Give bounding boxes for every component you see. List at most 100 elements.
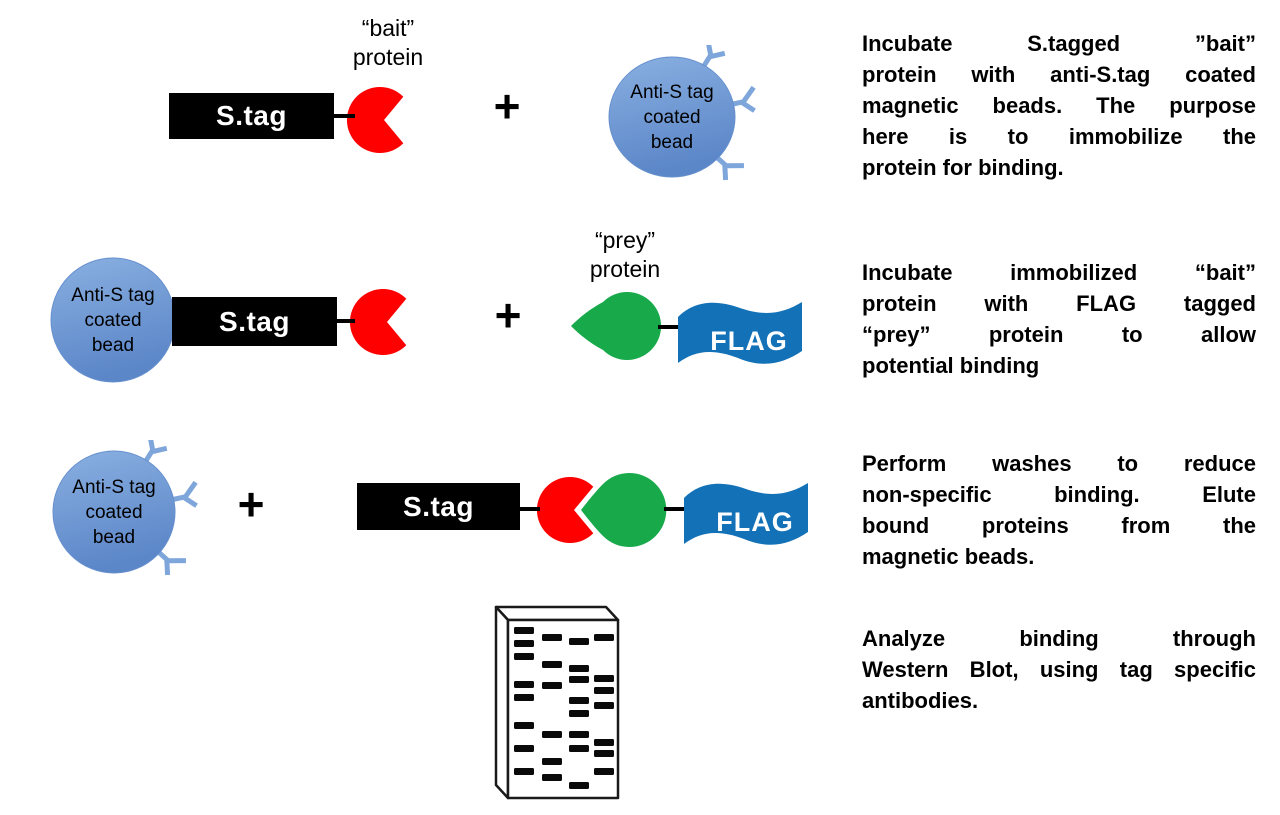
anti-s-tag-bead-1 xyxy=(608,45,756,181)
step-line: protein for binding. xyxy=(862,155,1064,180)
gel-band xyxy=(569,731,589,738)
flag-banner-shape xyxy=(684,483,808,545)
gel-band xyxy=(594,768,614,775)
step-line: antibodies. xyxy=(862,688,979,713)
prey-label-line1: “prey” xyxy=(594,227,656,253)
bead-label-line: coated xyxy=(84,310,142,331)
step-line: Analyze binding through xyxy=(862,626,1256,651)
gel-band xyxy=(542,682,562,689)
gel-band xyxy=(514,768,534,775)
bead-label-line: bead xyxy=(91,335,135,356)
flag-tag-2: FLAG xyxy=(684,480,808,550)
s-tag-box-3: S.tag xyxy=(357,483,520,530)
step-line: bound proteins from the xyxy=(862,513,1256,538)
s-tag-label-1: S.tag xyxy=(216,100,287,131)
s-tag-box-2: S.tag xyxy=(172,297,337,346)
gel-band xyxy=(514,640,534,647)
bead-circle xyxy=(52,450,176,574)
step-line: potential binding xyxy=(862,353,1040,378)
bead-label-1: Anti-S tag coated bead xyxy=(612,80,732,155)
step-line: Western Blot, using tag specific xyxy=(862,657,1256,682)
gel-band xyxy=(542,774,562,781)
gel-band xyxy=(514,653,534,660)
prey-protein-shape xyxy=(571,292,662,360)
antibody-y-icon xyxy=(143,440,198,576)
antibody-y-icon xyxy=(701,45,756,181)
bait-protein-shape xyxy=(536,477,594,543)
gel-band xyxy=(542,731,562,738)
step-text-4: Analyze binding through Western Blot, us… xyxy=(862,623,1256,716)
gel-band xyxy=(594,739,614,746)
step-line: Perform washes to reduce xyxy=(862,451,1256,476)
bead-circle xyxy=(608,56,736,178)
gel-top-face xyxy=(494,605,620,622)
bait-protein-shape xyxy=(346,87,404,153)
connector-line xyxy=(331,114,355,118)
gel-band xyxy=(514,681,534,688)
step-text-3: Perform washes to reduce non-specific bi… xyxy=(862,448,1256,572)
gel-left-face xyxy=(494,605,510,800)
prey-protein-label: “prey” protein xyxy=(560,226,690,284)
anti-s-tag-bead-3 xyxy=(52,440,198,576)
prey-label-line2: protein xyxy=(589,256,661,282)
prey-protein-shape xyxy=(581,473,667,547)
plus-sign-1: + xyxy=(493,80,521,133)
plus-sign-2: + xyxy=(494,289,522,342)
gel-band xyxy=(569,676,589,683)
western-blot-gel xyxy=(494,605,620,800)
step-line: protein with FLAG tagged xyxy=(862,291,1256,316)
bait-prey-complex-shape xyxy=(536,473,667,547)
bead-label-line: Anti-S tag xyxy=(71,285,155,306)
step-line: Incubate S.tagged ”bait” xyxy=(862,31,1256,56)
gel-band xyxy=(569,697,589,704)
gel-band xyxy=(594,702,614,709)
step-line: magnetic beads. xyxy=(862,544,1035,569)
connector-line xyxy=(518,507,540,511)
plus-sign-3: + xyxy=(237,478,265,531)
connector-line xyxy=(664,507,688,511)
s-tag-label-3: S.tag xyxy=(403,490,474,522)
gel-band xyxy=(514,694,534,701)
bead-label-line: bead xyxy=(650,132,694,153)
bait-protein-shape xyxy=(349,289,407,355)
bait-label-line2: protein xyxy=(352,44,424,70)
flag-banner-shape xyxy=(678,302,802,364)
bead-label-line: coated xyxy=(85,502,143,523)
step-text-1: Incubate S.tagged ”bait” protein with an… xyxy=(862,28,1256,183)
gel-band xyxy=(569,638,589,645)
gel-band xyxy=(569,665,589,672)
connector-line xyxy=(658,325,682,329)
step-line: non-specific binding. Elute xyxy=(862,482,1256,507)
step-line: protein with anti-S.tag coated xyxy=(862,62,1256,87)
bead-label-3: Anti-S tag coated bead xyxy=(54,475,174,550)
gel-band xyxy=(569,710,589,717)
step-line: here is to immobilize the xyxy=(862,124,1256,149)
s-tag-box-1: S.tag xyxy=(169,93,334,139)
step-text-2: Incubate immobilized “bait” protein with… xyxy=(862,257,1256,381)
gel-band xyxy=(514,745,534,752)
gel-band xyxy=(594,687,614,694)
flag-tag-1: FLAG xyxy=(678,299,802,369)
connector-line xyxy=(335,319,355,323)
bait-label-line1: “bait” xyxy=(361,15,415,41)
gel-band xyxy=(569,782,589,789)
gel-band xyxy=(594,750,614,757)
bead-label-line: bead xyxy=(92,527,136,548)
gel-band xyxy=(514,627,534,634)
step-line: magnetic beads. The purpose xyxy=(862,93,1256,118)
bait-protein-label: “bait” protein xyxy=(323,14,453,72)
gel-band xyxy=(594,634,614,641)
step-line: Incubate immobilized “bait” xyxy=(862,260,1256,285)
bead-label-line: Anti-S tag xyxy=(630,82,714,103)
gel-band xyxy=(542,634,562,641)
gel-band xyxy=(569,745,589,752)
bead-label-line: Anti-S tag xyxy=(72,477,156,498)
s-tag-label-2: S.tag xyxy=(219,305,290,337)
gel-band xyxy=(514,722,534,729)
flag-label-1: FLAG xyxy=(710,325,788,356)
bead-label-line: coated xyxy=(643,107,701,128)
flag-label-2: FLAG xyxy=(716,506,794,537)
gel-band xyxy=(542,758,562,765)
gel-band xyxy=(542,661,562,668)
